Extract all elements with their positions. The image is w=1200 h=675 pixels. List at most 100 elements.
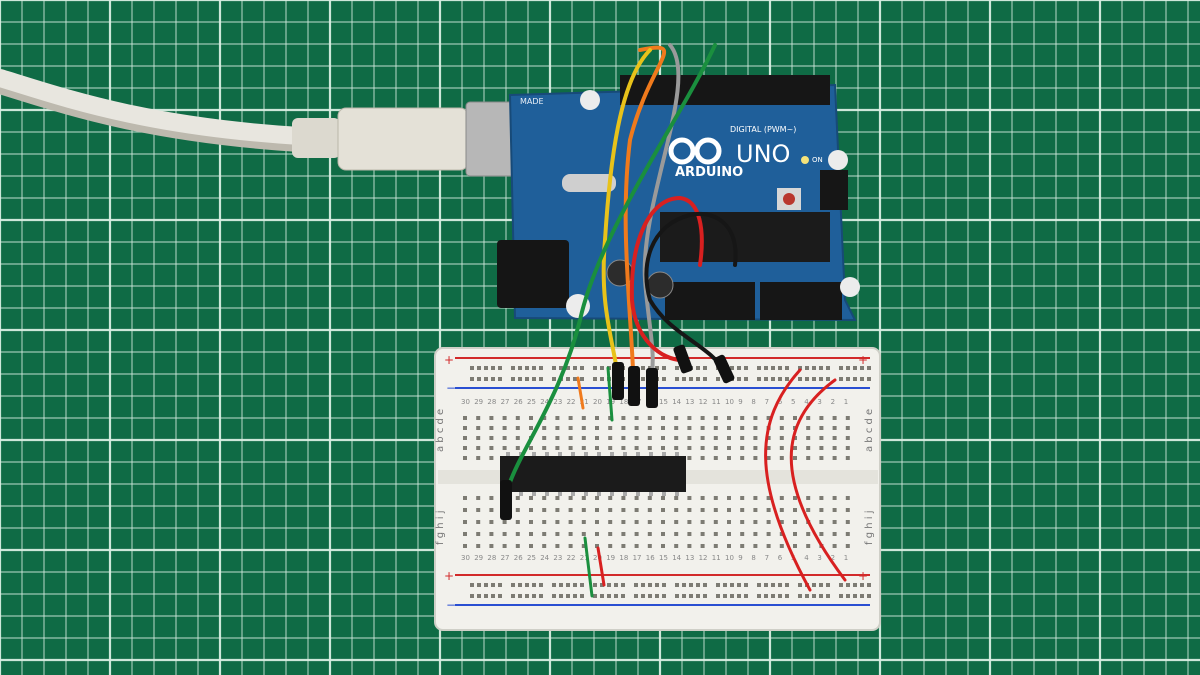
column-number: 7: [765, 398, 769, 406]
row-letters-top: a b c d e: [864, 409, 875, 452]
wire-small-green: [606, 366, 614, 422]
breadboard-hole: [568, 520, 573, 524]
column-number: 5: [791, 398, 795, 406]
breadboard-hole: [539, 583, 543, 587]
breadboard-hole: [463, 544, 467, 548]
dip-chip: [500, 452, 686, 496]
breadboard-hole: [713, 496, 718, 500]
column-number: 8: [751, 554, 755, 562]
breadboard-hole: [696, 594, 700, 598]
breadboard-hole: [727, 520, 731, 524]
breadboard-hole: [713, 544, 718, 548]
breadboard-hole: [839, 583, 843, 587]
breadboard-hole: [647, 436, 652, 440]
chip-pin: [571, 452, 575, 456]
breadboard-hole: [703, 377, 707, 381]
breadboard-hole: [798, 377, 802, 381]
breadboard-hole: [498, 583, 502, 587]
breadboard-hole: [491, 377, 495, 381]
column-number: 13: [685, 398, 694, 406]
column-number: 3: [817, 554, 821, 562]
breadboard-hole: [608, 446, 613, 450]
breadboard-hole: [700, 456, 705, 460]
breadboard-hole: [552, 583, 556, 587]
breadboard-hole: [737, 583, 741, 587]
breadboard-hole: [655, 594, 659, 598]
breadboard-hole: [532, 366, 536, 370]
breadboard-hole: [552, 594, 556, 598]
breadboard-hole: [600, 377, 604, 381]
breadboard-hole: [700, 426, 705, 430]
breadboard-hole: [682, 583, 686, 587]
on-led: [801, 156, 809, 164]
breadboard-hole: [793, 496, 797, 500]
column-number: 20: [593, 554, 602, 562]
breadboard-hole: [700, 416, 705, 420]
chip-pin: [597, 492, 601, 496]
breadboard-hole: [573, 583, 577, 587]
mounting-screw: [580, 90, 600, 110]
breadboard-hole: [463, 508, 467, 512]
column-number: 16: [646, 554, 655, 562]
breadboard-hole: [580, 594, 584, 598]
breadboard-hole: [832, 532, 837, 536]
wire-red-loop-1: [764, 368, 812, 592]
breadboard-hole: [798, 594, 802, 598]
breadboard-hole: [845, 544, 850, 548]
wire-small-green-lower: [583, 536, 594, 598]
breadboard-hole: [713, 436, 718, 440]
breadboard-hole: [785, 583, 789, 587]
breadboard-hole: [853, 377, 857, 381]
breadboard-hole: [661, 508, 665, 512]
breadboard-hole: [661, 496, 665, 500]
column-number: 8: [751, 398, 755, 406]
breadboard-hole: [529, 446, 533, 450]
breadboard-hole: [826, 594, 830, 598]
column-number: 27: [501, 398, 510, 406]
breadboard-hole: [568, 496, 573, 500]
breadboard-hole: [675, 583, 679, 587]
column-number: 22: [567, 554, 576, 562]
breadboard-hole: [515, 508, 520, 512]
breadboard-hole: [674, 436, 679, 440]
breadboard-hole: [634, 544, 639, 548]
breadboard-hole: [525, 366, 529, 370]
wire-gray: [642, 43, 681, 374]
breadboard-hole: [744, 594, 748, 598]
breadboard-hole: [753, 426, 758, 430]
chip-pin: [558, 492, 562, 496]
breadboard-hole: [766, 496, 771, 500]
breadboard-hole: [542, 426, 547, 430]
breadboard-hole: [793, 520, 797, 524]
mounting-screw: [840, 277, 860, 297]
breadboard-hole: [846, 377, 850, 381]
breadboard-hole: [542, 446, 547, 450]
column-number: 20: [593, 398, 602, 406]
breadboard-hole: [655, 366, 659, 370]
breadboard-hole: [552, 377, 556, 381]
breadboard-hole: [766, 456, 771, 460]
mounting-screw: [828, 150, 848, 170]
breadboard-hole: [634, 426, 639, 430]
breadboard-hole: [819, 520, 824, 524]
breadboard-hole: [812, 583, 816, 587]
breadboard-hole: [727, 416, 731, 420]
breadboard-hole: [839, 366, 843, 370]
column-number: 21: [580, 398, 589, 406]
breadboard-hole: [581, 426, 586, 430]
breadboard-hole: [687, 426, 692, 430]
arduino-logo-icon: [668, 137, 722, 165]
breadboard-hole: [634, 446, 639, 450]
breadboard-hole: [515, 436, 520, 440]
breadboard-hole: [593, 366, 597, 370]
breadboard-hole: [846, 583, 850, 587]
breadboard-hole: [489, 436, 494, 440]
breadboard-hole: [555, 436, 560, 440]
chip-pin: [636, 452, 640, 456]
breadboard-hole: [744, 583, 748, 587]
breadboard-hole: [595, 436, 599, 440]
breadboard-hole: [819, 426, 824, 430]
column-number: 11: [712, 398, 721, 406]
breadboard-hole: [518, 377, 522, 381]
